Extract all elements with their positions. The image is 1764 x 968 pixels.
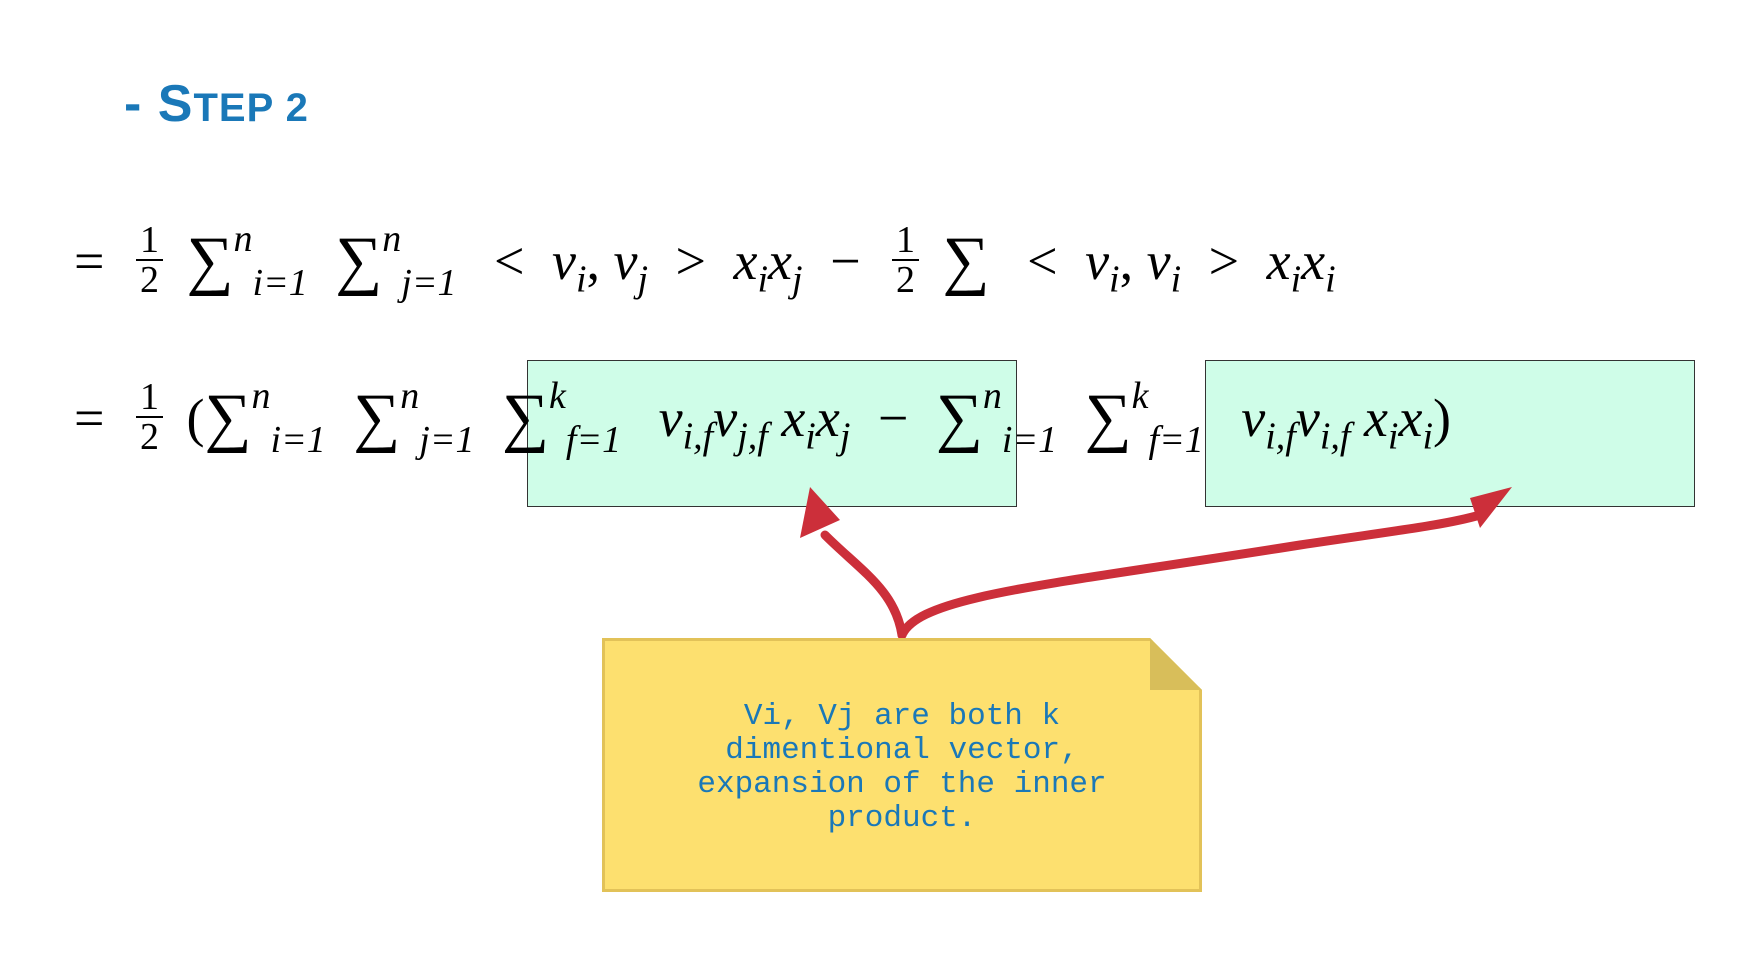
sticky-note [602, 638, 1202, 892]
sticky-note-text: Vi, Vj are both k dimentional vector, ex… [697, 699, 1107, 836]
arrow-to-first-box [820, 530, 907, 640]
sum-symbol: ∑ [353, 381, 401, 454]
slide-title: - STEP 2 [124, 75, 309, 133]
highlight-box-inner-product-ij [527, 360, 1017, 507]
highlight-box-inner-product-ii [1205, 360, 1695, 507]
sum-symbol: ∑ [1084, 381, 1132, 454]
sum-symbol: ∑ [935, 381, 983, 454]
sum-symbol: ∑ [501, 381, 550, 454]
arrowhead-first [800, 487, 840, 538]
arrowhead-second [1470, 487, 1512, 528]
sum-symbol: ∑ [335, 224, 383, 297]
sum-symbol: ∑ [204, 381, 252, 454]
sum-symbol: ∑ [186, 224, 234, 297]
sum-symbol: ∑ [942, 224, 990, 297]
arrow-to-second-box [897, 510, 1485, 640]
